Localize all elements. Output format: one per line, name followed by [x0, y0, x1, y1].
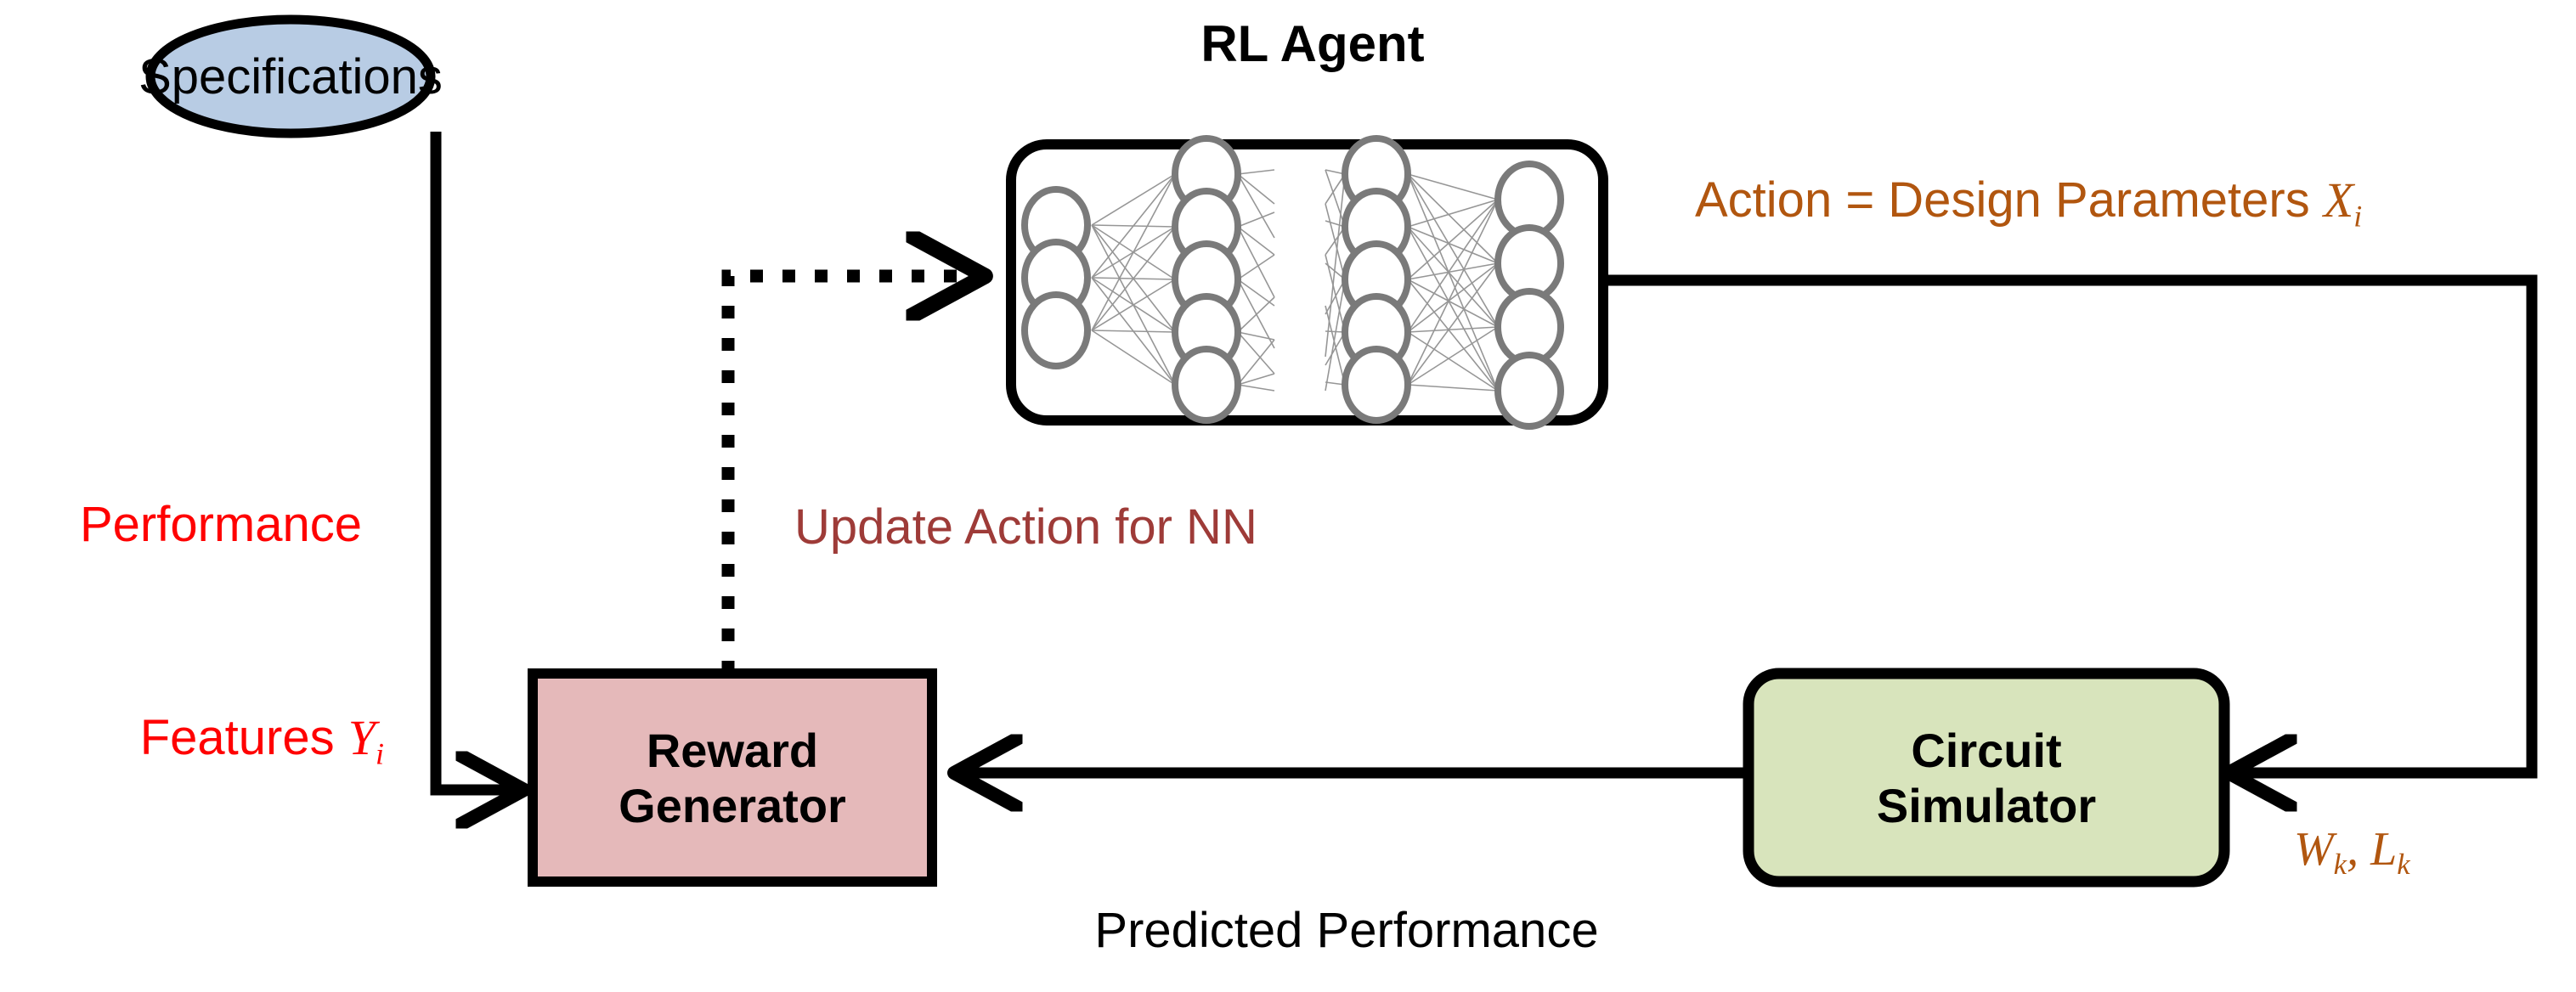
edge-rlagent-to-simulator — [1606, 274, 2538, 773]
action-symbol: X — [2323, 172, 2354, 228]
node-circuit-simulator-label: Circuit Simulator — [1748, 674, 2224, 882]
node-circuit-simulator[interactable] — [1743, 668, 2230, 888]
performance-features-subscript: i — [375, 736, 384, 771]
performance-features-symbol: Y — [347, 709, 376, 765]
performance-features-line2: Features Yi — [139, 709, 384, 771]
reward-label-line1: Reward — [646, 723, 819, 777]
reward-label-line2: Generator — [619, 778, 846, 832]
edge-reward-to-rlagent-dotted — [721, 276, 969, 674]
neural-network-graphic — [1021, 135, 1564, 430]
node-specifications-label: Specifications — [138, 48, 443, 104]
edge-label-performance-features: Performance Features Yi — [0, 392, 442, 930]
performance-features-line1: Performance — [79, 497, 363, 553]
predicted-features-line1: Predicted Performance — [1094, 903, 1599, 959]
action-text: Action = Design Parameters — [1695, 172, 2310, 228]
l-symbol: L — [2370, 823, 2398, 876]
edge-label-predicted-features: Predicted Performance Features ̂Yi — [952, 798, 1742, 992]
node-reward-generator[interactable] — [528, 668, 937, 887]
l-subscript: k — [2397, 848, 2410, 882]
action-subscript: i — [2353, 199, 2363, 234]
w-symbol: W — [2294, 823, 2334, 876]
simulator-label-line1: Circuit — [1911, 723, 2062, 777]
node-specifications[interactable] — [145, 14, 436, 138]
device-sizes-separator: , — [2347, 823, 2359, 876]
edge-label-action: Action = Design Parameters Xi — [1695, 172, 2363, 234]
edge-label-update-action: Update Action for NN — [794, 499, 1257, 555]
node-reward-generator-label: Reward Generator — [533, 674, 932, 882]
w-subscript: k — [2333, 848, 2347, 882]
simulator-label-line2: Simulator — [1876, 778, 2097, 832]
node-rl-agent-title: RL Agent — [1200, 15, 1425, 72]
edge-specifications-to-reward — [430, 132, 510, 790]
edge-label-device-sizes: Wk, Lk — [2294, 824, 2410, 881]
